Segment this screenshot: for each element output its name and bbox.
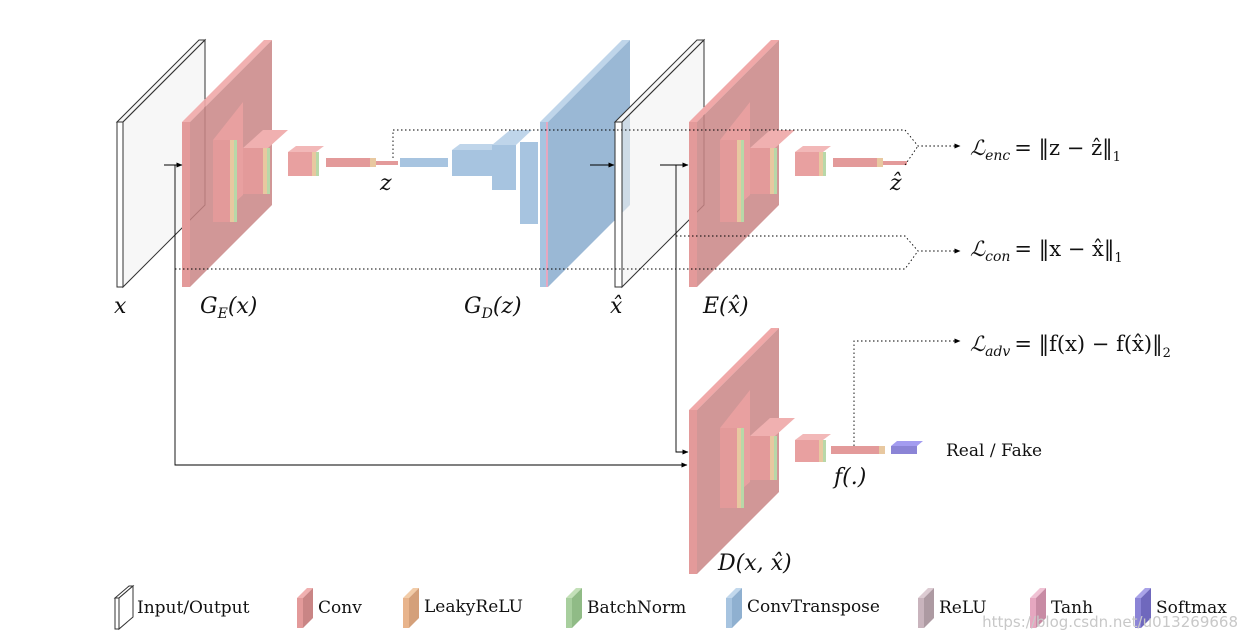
legend-label: ConvTranspose	[747, 597, 880, 617]
legend-label: BatchNorm	[587, 598, 686, 618]
loss-enc: ℒenc= ‖z − ẑ‖1	[970, 136, 1121, 165]
ge-label: GE(x)	[200, 294, 257, 322]
tanh-icon	[1030, 588, 1046, 628]
convtranspose-icon	[726, 588, 742, 628]
ex-label: E(x̂)	[702, 294, 749, 319]
legend-label: LeakyReLU	[424, 597, 523, 617]
legend-label: Conv	[318, 598, 362, 618]
zhat-label: ẑ	[889, 171, 902, 196]
decoder-gd	[400, 40, 630, 287]
encoder-e	[689, 40, 907, 287]
relu-icon	[918, 588, 934, 628]
legend-label: Softmax	[1156, 598, 1227, 618]
legend: Input/Output Conv LeakyReLU BatchNorm Co…	[113, 584, 1227, 631]
dx-label: D(x, x̂)	[717, 551, 792, 576]
legend-label: Tanh	[1051, 598, 1093, 618]
watermark: https://blog.csdn.net/u013269668	[982, 613, 1238, 631]
loss-adv: ℒadv= ‖f(x) − f(x̂)‖2	[970, 332, 1171, 361]
loss-con: ℒcon= ‖x − x̂‖1	[970, 237, 1123, 266]
xhat-label: x̂	[610, 294, 623, 319]
real-fake-label: Real / Fake	[946, 441, 1042, 461]
leakyrelu-icon	[403, 588, 419, 628]
f-label: f(.)	[832, 465, 866, 490]
encoder-ge	[182, 40, 398, 287]
batchnorm-icon	[566, 588, 582, 628]
softmax-icon	[1135, 588, 1151, 628]
legend-label: ReLU	[939, 598, 987, 618]
input-output-icon	[113, 584, 135, 631]
connections	[164, 129, 961, 468]
output-xhat-plane	[613, 38, 706, 289]
z-label: z	[379, 171, 392, 196]
conv-icon	[297, 588, 313, 628]
gd-label: GD(z)	[464, 294, 522, 322]
x-label: x	[114, 294, 127, 319]
discriminator-d	[689, 328, 923, 574]
legend-label: Input/Output	[137, 598, 250, 618]
